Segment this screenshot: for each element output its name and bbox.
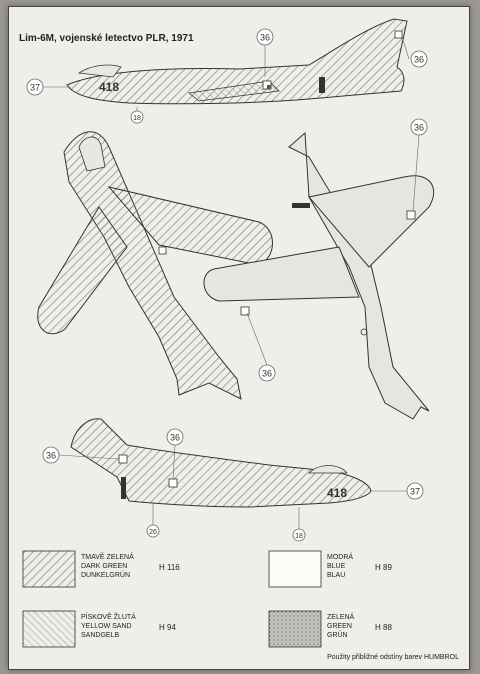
callout-36-label: 36	[414, 123, 424, 133]
callout-18-label: 18	[295, 533, 303, 540]
callout-37-top: 37	[26, 78, 71, 96]
swatch-yellow-sand	[22, 610, 76, 648]
bottom-profile-view: 418	[70, 418, 372, 508]
callout-36-bottom-left: 36	[42, 446, 120, 464]
callout-36-label: 36	[414, 55, 424, 65]
callout-36-label: 36	[262, 369, 272, 379]
tail-number-bottom: 418	[327, 486, 347, 500]
callout-37-bottom: 37	[371, 482, 424, 500]
swatch-dark-green	[22, 550, 76, 588]
legend-green-code: H 88	[375, 623, 392, 632]
callout-36-lower-tail: 36	[410, 118, 428, 212]
callout-36-label: 36	[170, 433, 180, 443]
top-profile-view: 418	[66, 18, 408, 105]
lower-surface-view	[203, 131, 435, 420]
callout-37-label: 37	[410, 487, 420, 497]
callout-36-top: 36	[256, 28, 274, 77]
tail-number-top: 418	[99, 80, 119, 94]
page-title: Lim-6M, vojenské letectvo PLR, 1971	[19, 33, 194, 44]
swatch-blue	[268, 550, 322, 588]
footer-note: Použity přibližné odstíny barev HUMBROL	[327, 654, 459, 661]
legend-dark-green-code: H 116	[159, 563, 180, 572]
legend-yellow-sand-code: H 94	[159, 623, 176, 632]
upper-surface-view	[37, 131, 273, 400]
callout-26-bottom: 26	[146, 503, 160, 538]
callout-36-tail: 36	[401, 36, 428, 68]
callout-36-label: 36	[260, 33, 270, 43]
instruction-sheet: Lim-6M, vojenské letectvo PLR, 1971	[8, 6, 470, 670]
callout-37-label: 37	[30, 83, 40, 93]
callout-18-top: 18	[130, 107, 144, 124]
callout-26-label: 26	[149, 529, 157, 536]
swatch-green	[268, 610, 322, 648]
callout-18-bottom: 18	[292, 507, 306, 542]
callout-36-lower-wing: 36	[246, 312, 276, 382]
legend-blue-code: H 89	[375, 563, 392, 572]
callout-36-label: 36	[46, 451, 56, 461]
callout-18-label: 18	[133, 115, 141, 122]
aircraft-drawings: 418 418	[22, 18, 435, 648]
callout-36-bottom-mid: 36	[166, 428, 184, 480]
